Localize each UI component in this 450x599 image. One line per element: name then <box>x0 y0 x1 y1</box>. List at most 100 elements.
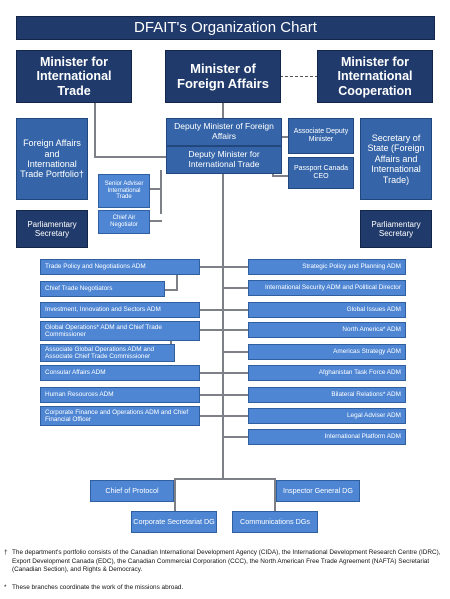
right-conn <box>222 309 248 311</box>
right-branch: International Platform ADM <box>248 429 406 445</box>
associate-deputy-minister: Associate Deputy Minister <box>288 118 354 154</box>
left-branch: Global Operations* ADM and Chief Trade C… <box>40 321 200 341</box>
trade-connector-h <box>94 156 166 158</box>
adviser-line-h2 <box>150 220 162 222</box>
parliamentary-secretary-right: Parliamentary Secretary <box>360 210 432 248</box>
communications-dgs: Communications DGs <box>232 511 318 533</box>
bottom-v-left <box>174 478 176 512</box>
right-branch-label: International Security ADM and Political… <box>264 284 401 292</box>
portfolio-box: Foreign Affairs and International Trade … <box>16 118 88 200</box>
left-branch-label: Global Operations* ADM and Chief Trade C… <box>45 323 162 338</box>
left-conn <box>200 329 224 331</box>
minister-cooperation: Minister for International Cooperation <box>317 50 433 103</box>
corporate-secretariat-dg-label: Corporate Secretariat DG <box>133 516 215 526</box>
adviser-line <box>160 170 162 214</box>
left-branch: Associate Global Operations ADM and Asso… <box>40 344 175 362</box>
trade-connector <box>94 103 96 157</box>
communications-dgs-label: Communications DGs <box>240 516 310 526</box>
right-branch: International Security ADM and Political… <box>248 280 406 296</box>
secretary-of-state-box: Secretary of State (Foreign Affairs and … <box>360 118 432 200</box>
right-branch-label: Bilateral Relations* ADM <box>331 391 401 399</box>
left-conn <box>200 372 224 374</box>
right-branch: North America* ADM <box>248 322 406 338</box>
right-branch-label: Global Issues ADM <box>346 306 401 314</box>
right-conn <box>222 351 248 353</box>
right-branch: Americas Strategy ADM <box>248 344 406 360</box>
senior-adviser-label: Senior Adviser International Trade <box>104 180 144 201</box>
left-branch-label: Corporate Finance and Operations ADM and… <box>45 408 189 423</box>
footnote-dagger-text: The department's portfolio consists of t… <box>12 549 441 574</box>
bottom-v-right <box>274 478 276 512</box>
chief-air-negotiator-box: Chief Air Negotiator <box>98 210 150 234</box>
right-conn <box>222 436 248 438</box>
right-conn <box>222 372 248 374</box>
adviser-line-h1 <box>150 188 162 190</box>
deputy-minister-foreign-label: Deputy Minister of Foreign Affairs <box>174 121 274 141</box>
passport-canada-ceo-label: Passport Canada CEO <box>293 164 349 180</box>
right-branch-label: Legal Adviser ADM <box>347 412 401 420</box>
bottom-h <box>174 478 276 480</box>
portfolio-label: Foreign Affairs and International Trade … <box>20 138 84 180</box>
chart-title: DFAIT's Organization Chart <box>16 16 435 40</box>
deputy-minister-trade-label: Deputy Minister for International Trade <box>188 149 260 169</box>
parliamentary-secretary-right-label: Parliamentary Secretary <box>371 219 421 238</box>
right-branch: Global Issues ADM <box>248 302 406 318</box>
right-branch-label: International Platform ADM <box>324 433 401 441</box>
left-branch: Trade Policy and Negotiations ADM <box>40 259 200 275</box>
left-branch-label: Investment, Innovation and Sectors ADM <box>45 306 161 314</box>
associate-deputy-minister-label: Associate Deputy Minister <box>293 127 349 143</box>
chief-of-protocol-label: Chief of Protocol <box>105 485 159 495</box>
minister-trade: Minister for International Trade <box>16 50 132 103</box>
footnote-star-text: These branches coordinate the work of th… <box>12 584 184 591</box>
left-branch-label: Trade Policy and Negotiations ADM <box>45 263 146 271</box>
chart-title-text: DFAIT's Organization Chart <box>134 19 317 37</box>
right-branch: Bilateral Relations* ADM <box>248 387 406 403</box>
chief-of-protocol: Chief of Protocol <box>90 480 174 502</box>
parliamentary-secretary-left-label: Parliamentary Secretary <box>27 219 77 238</box>
senior-adviser-box: Senior Adviser International Trade <box>98 174 150 208</box>
right-branch-label: Afghanistan Task Force ADM <box>318 369 401 377</box>
footnote-star: * These branches coordinate the work of … <box>4 584 444 593</box>
footnote-star-symbol: * <box>4 584 7 591</box>
right-branch-label: Americas Strategy ADM <box>333 348 401 356</box>
left-branch-label: Chief Trade Negotiators <box>45 285 113 293</box>
dotted-link <box>280 76 318 77</box>
corporate-secretariat-dg: Corporate Secretariat DG <box>131 511 217 533</box>
secretary-of-state-label: Secretary of State (Foreign Affairs and … <box>367 133 425 185</box>
deputy-minister-foreign: Deputy Minister of Foreign Affairs <box>166 118 282 146</box>
left-branch-label: Consular Affairs ADM <box>45 369 106 377</box>
minister-cooperation-label: Minister for International Cooperation <box>337 54 413 98</box>
deputy-minister-trade: Deputy Minister for International Trade <box>166 146 282 174</box>
left-branch: Chief Trade Negotiators <box>40 281 165 297</box>
right-branch: Strategic Policy and Planning ADM <box>248 259 406 275</box>
left-branch: Corporate Finance and Operations ADM and… <box>40 406 200 426</box>
passport-line-h <box>272 175 288 177</box>
parliamentary-secretary-left: Parliamentary Secretary <box>16 210 88 248</box>
passport-canada-ceo: Passport Canada CEO <box>288 157 354 189</box>
left-branch-label: Associate Global Operations ADM and Asso… <box>45 345 155 360</box>
chief-air-negotiator-label: Chief Air Negotiator <box>110 215 138 228</box>
minister-foreign: Minister of Foreign Affairs <box>165 50 281 103</box>
left-branch: Investment, Innovation and Sectors ADM <box>40 302 200 318</box>
left-branch-label: Human Resources ADM <box>45 391 114 399</box>
right-branch-label: Strategic Policy and Planning ADM <box>302 263 401 271</box>
right-branch: Afghanistan Task Force ADM <box>248 365 406 381</box>
chief-trade-bracket-h <box>165 289 178 291</box>
minister-foreign-label: Minister of Foreign Affairs <box>177 60 269 91</box>
right-conn <box>222 415 248 417</box>
right-branch-label: North America* ADM <box>342 326 401 334</box>
left-conn <box>200 394 224 396</box>
left-branch: Consular Affairs ADM <box>40 365 200 381</box>
right-branch: Legal Adviser ADM <box>248 408 406 424</box>
chief-trade-bracket <box>176 266 178 290</box>
trunk-line <box>222 100 224 480</box>
footnote-dagger: † The department's portfolio consists of… <box>4 549 444 575</box>
left-conn <box>200 309 224 311</box>
left-conn <box>200 266 224 268</box>
right-conn <box>222 266 248 268</box>
minister-trade-label: Minister for International Trade <box>36 54 112 98</box>
right-conn <box>222 287 248 289</box>
left-branch: Human Resources ADM <box>40 387 200 403</box>
footnote-dagger-symbol: † <box>4 549 8 556</box>
left-conn <box>200 415 224 417</box>
